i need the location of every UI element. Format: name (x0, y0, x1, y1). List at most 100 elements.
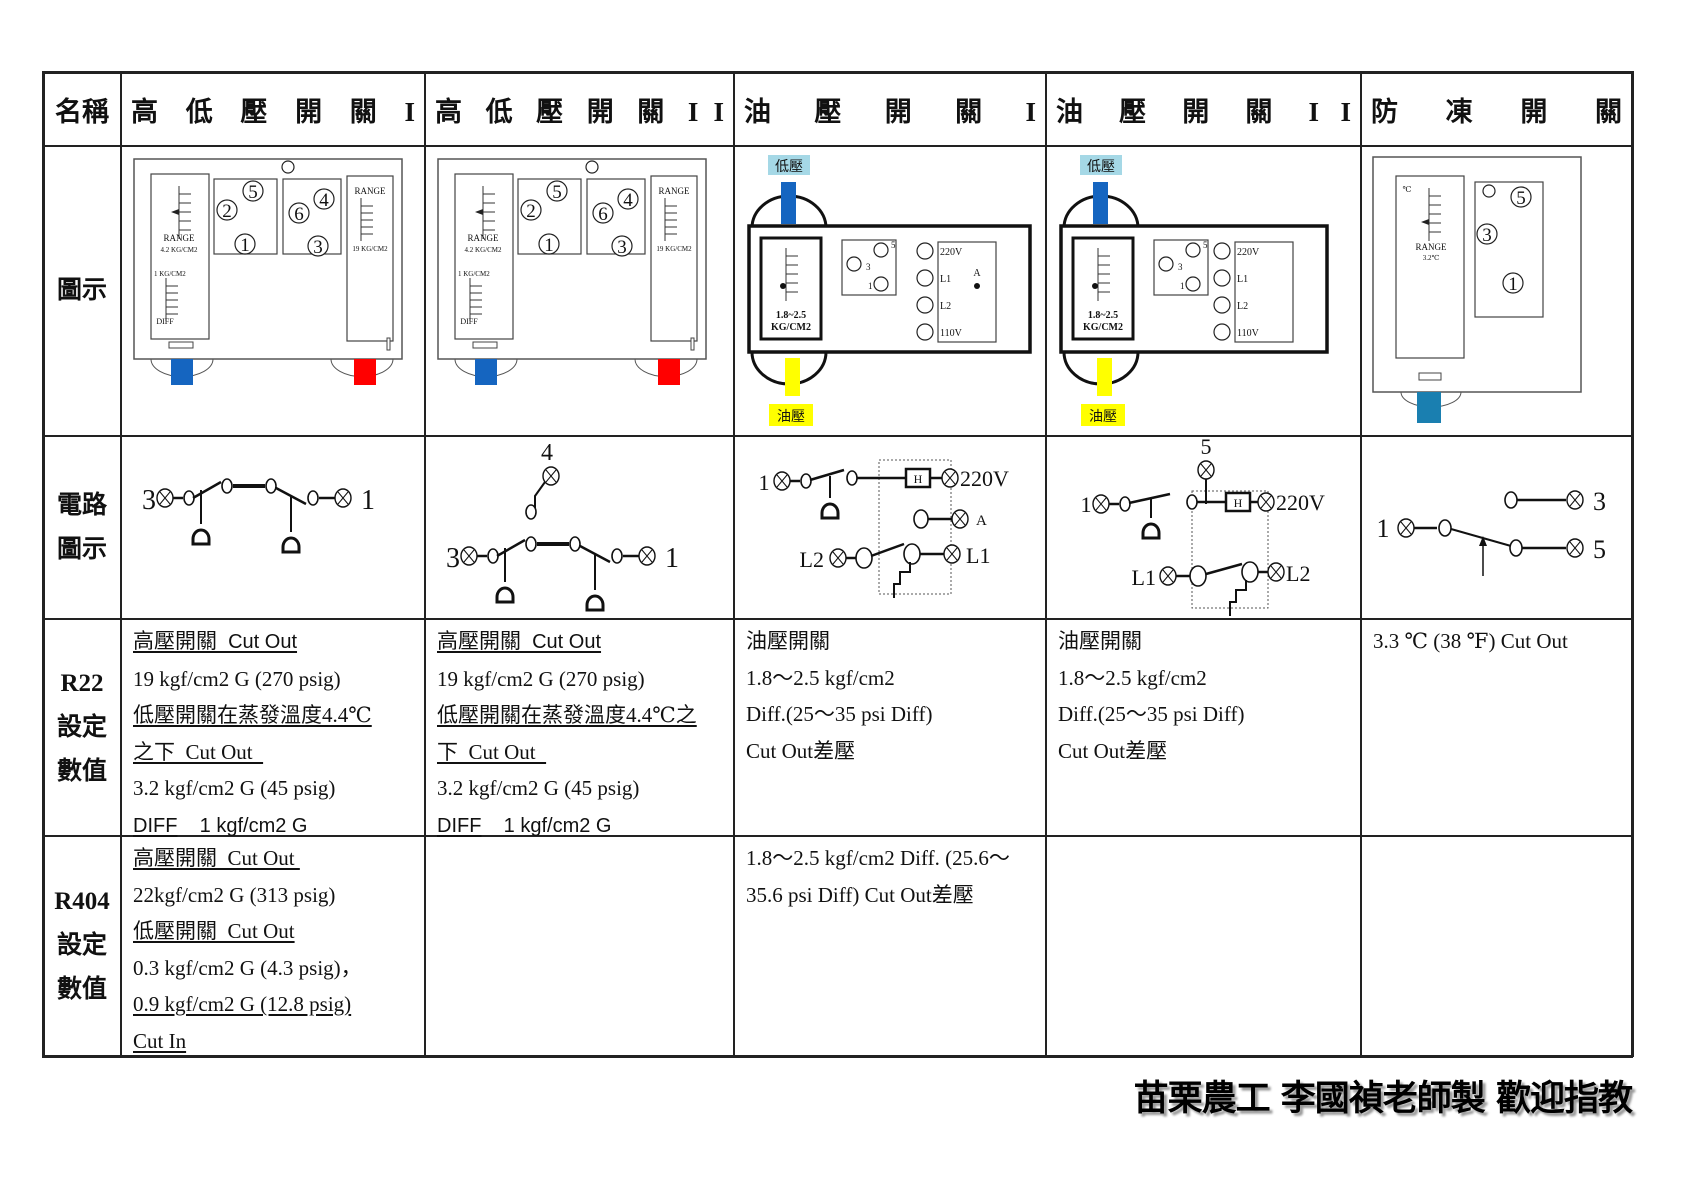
terminal-icon (1566, 538, 1584, 558)
diagram-label: 1 (1508, 274, 1518, 295)
diagram-label: 1 (1081, 492, 1092, 517)
circled-number (611, 235, 633, 257)
setting-text: 低壓開關在蒸發溫度4.4℃ (133, 703, 372, 727)
row-label-diagram: 圖示 (43, 146, 121, 436)
table-border (733, 71, 735, 1057)
setting-text: 低壓開關在蒸發溫度4.4℃之 (437, 703, 697, 727)
circled-number (1476, 223, 1498, 245)
diagram-label: RANGE (355, 186, 387, 196)
column-title: 高 低 壓 開 關 I (131, 96, 415, 127)
diagram-label: 4 (319, 190, 329, 211)
setting-text: DIFF (133, 814, 178, 837)
terminal-circle (846, 256, 862, 272)
diagram-label: 5 (1201, 434, 1212, 459)
r404-settings-freeze (1361, 836, 1632, 1056)
terminal-circle (1213, 323, 1231, 341)
setting-line: 下 Cut Out (437, 734, 734, 771)
panel-outline (1395, 175, 1465, 359)
diagram-label: KG/CM2 (771, 322, 811, 333)
terminal-icon (829, 548, 847, 568)
terminal-circle (916, 269, 934, 287)
setting-text: 下 Cut Out (437, 739, 547, 764)
panel-outline (841, 239, 897, 296)
diagram-label: 1 (1377, 514, 1390, 543)
circled-number (617, 188, 639, 210)
setting-line: 35.6 psi Diff) Cut Out差壓 (746, 877, 1046, 914)
pointer-icon (1092, 283, 1098, 289)
diagram-label: 5 (552, 182, 562, 203)
contact-icon (221, 478, 233, 494)
terminal-icon (1257, 492, 1275, 512)
setting-line: Cut Out差壓 (1058, 733, 1361, 770)
setting-text: Diff.(25～35 psi Diff) (746, 702, 933, 726)
diagram-label: 1.8~2.5 (1088, 310, 1118, 321)
row-label-line: 圖示 (56, 277, 107, 304)
r404-settings-hl1: 高壓開關 Cut Out 22kgf/cm2 G (313 psig)低壓開關 … (121, 836, 425, 1056)
header-label: 名稱 (55, 96, 109, 127)
setting-line: 油壓開關 (746, 623, 1046, 660)
row-label-circuit: 電路圖示 (43, 436, 121, 619)
low-pressure-pipe (475, 359, 497, 385)
terminal-icon (334, 488, 352, 508)
setting-line: 高壓開關 Cut Out (133, 840, 425, 877)
diagram-label: 4.2 KG/CM2 (465, 246, 502, 254)
setting-text: 3.2 kgf/cm2 G (45 psig) (133, 776, 336, 800)
terminal-icon (773, 471, 791, 491)
low-pressure-pipe (1093, 182, 1108, 224)
circled-number (538, 233, 560, 255)
contact-icon (1186, 494, 1198, 510)
circled-number (520, 199, 542, 221)
switch-body (1372, 156, 1582, 393)
setting-line: 低壓開關 Cut Out (133, 913, 425, 950)
diagram-label: RANGE (1416, 242, 1448, 252)
setting-text: 高壓開關 (437, 629, 521, 653)
setting-text: Cut Out (217, 631, 298, 653)
low-pressure-tag (768, 155, 810, 175)
pointer-icon (780, 283, 786, 289)
column-title: 油 壓 開 關 I I (1056, 96, 1351, 127)
diagram-label: ℃ (1403, 185, 1412, 194)
setting-line: 19 kgf/cm2 G (270 psig) (437, 661, 734, 698)
terminal-circle (873, 242, 889, 258)
table-border (42, 145, 1633, 147)
diagram-label: 1 KG/CM2 (154, 270, 186, 278)
setting-text: 1.8～2.5 kgf/cm2 Diff. (25.6～ (746, 846, 1010, 870)
setting-line: DIFF 1 kgf/cm2 G (133, 807, 425, 845)
row-label-line: 圖示 (56, 535, 107, 563)
setting-text: 1 kgf/cm2 G (481, 814, 612, 837)
diagram-label: L2 (1286, 561, 1310, 586)
oil-tag (769, 404, 813, 426)
setting-text: 高壓開關 (133, 629, 217, 653)
contact-icon (525, 536, 537, 552)
bellows-icon (585, 594, 605, 612)
pointer-icon (171, 209, 179, 215)
diagram-label: 19 KG/CM2 (656, 245, 692, 253)
circled-number (288, 202, 310, 224)
row-label-line: 設定 (56, 932, 107, 959)
wire (809, 468, 845, 482)
setting-text: 0.9 kgf/cm2 G (12.8 psig) (133, 992, 352, 1016)
diagram-label: L1 (1132, 565, 1156, 590)
setting-line: 1.8～2.5 kgf/cm2 Diff. (25.6～ (746, 840, 1046, 877)
setting-text: 1 kgf/cm2 G (177, 814, 308, 837)
adjust-panel (759, 236, 823, 341)
indicator-circle (1482, 184, 1496, 198)
terminal-circle (916, 242, 934, 260)
diagram-label: 220V (1237, 247, 1260, 258)
table-border (1631, 71, 1634, 1057)
terminal-icon (460, 546, 478, 566)
setting-line: DIFF 1 kgf/cm2 G (437, 807, 734, 845)
table-border (1045, 71, 1047, 1057)
indicator-circle (585, 160, 599, 174)
r404-settings-oil2 (1046, 836, 1361, 1056)
setting-line: 3.2 kgf/cm2 G (45 psig) (437, 770, 734, 807)
scale-icon (785, 248, 798, 301)
